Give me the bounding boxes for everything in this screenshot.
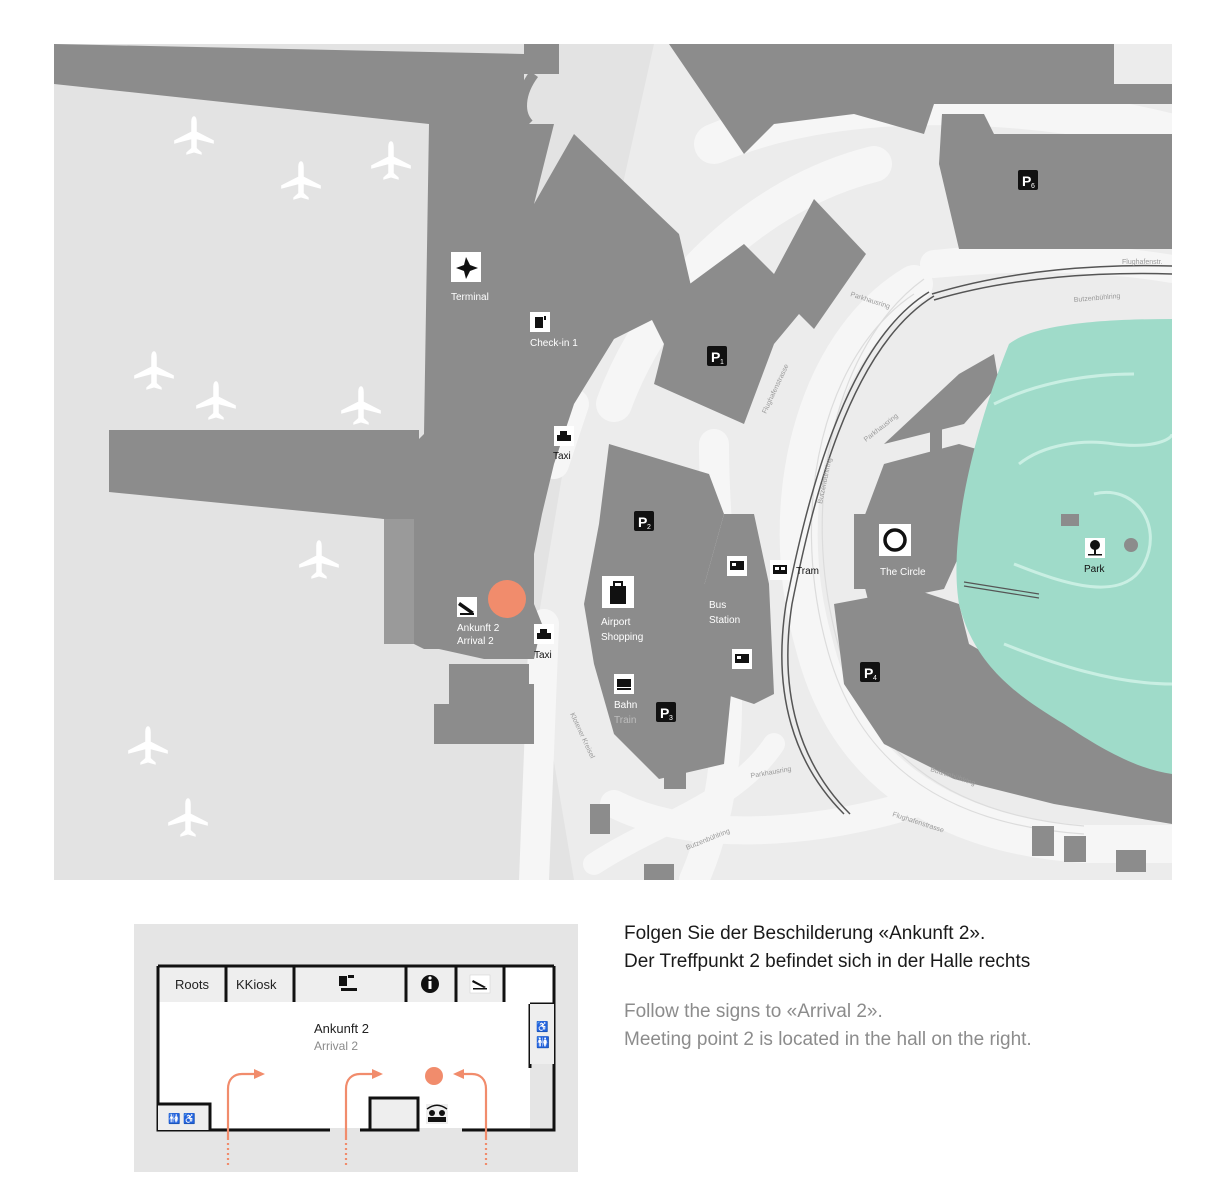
train-label-de: Bahn	[614, 700, 637, 711]
terminal-building	[54, 44, 694, 659]
svg-text:2: 2	[647, 524, 651, 531]
arrival-hall-floorplan: Roots KKiosk ♿ 🚻 🚻 ♿ Ankunft 2 Arrival 2	[134, 924, 578, 1172]
checkin-icon	[530, 312, 550, 332]
tram-icon	[770, 560, 790, 580]
circle-icon	[879, 524, 911, 556]
taxi-icon-upper	[554, 426, 574, 446]
svg-text:P: P	[1022, 173, 1031, 189]
instruction-de-line1: Folgen Sie der Beschilderung «Ankunft 2»…	[624, 923, 986, 944]
tram-track	[781, 264, 1172, 815]
svg-text:🚻: 🚻	[536, 1036, 550, 1049]
checkin-icon	[339, 975, 357, 991]
taxi-label-lower: Taxi	[534, 650, 552, 661]
svg-text:P: P	[638, 514, 647, 530]
svg-text:1: 1	[720, 359, 724, 366]
svg-text:♿: ♿	[536, 1020, 548, 1033]
svg-text:P: P	[864, 665, 873, 681]
parking-p1-icon: P 1	[707, 346, 727, 366]
circle-label: The Circle	[880, 567, 926, 578]
instructions: Folgen Sie der Beschilderung «Ankunft 2»…	[624, 920, 1184, 1076]
arrival-icon	[457, 597, 477, 617]
parking-p4-icon: P 4	[860, 662, 880, 682]
meeting-icon	[426, 1104, 448, 1124]
parking-p6-icon: P 6	[1018, 170, 1038, 190]
terminal-label: Terminal	[451, 292, 489, 303]
meeting-point-marker	[488, 580, 526, 618]
info-icon	[421, 975, 439, 993]
taxi-label-upper: Taxi	[553, 451, 571, 462]
svg-text:🚻 ♿: 🚻 ♿	[168, 1112, 196, 1125]
the-circle-building	[854, 444, 994, 604]
svg-text:6: 6	[1031, 183, 1035, 190]
hall-label-de: Ankunft 2	[314, 1021, 369, 1036]
bus-icon-lower	[732, 649, 752, 669]
tram-label: Tram	[796, 566, 819, 577]
bus-label-2: Station	[709, 615, 740, 626]
wc-icon-left: 🚻 ♿	[168, 1112, 196, 1125]
instructions-de: Folgen Sie der Beschilderung «Ankunft 2»…	[624, 920, 1184, 976]
hall-label-en: Arrival 2	[314, 1039, 358, 1053]
park-label: Park	[1084, 564, 1106, 575]
shopping-label-1: Airport	[601, 617, 631, 628]
parking-p2-icon: P 2	[634, 511, 654, 531]
train-label-en: Train	[614, 715, 636, 726]
taxi-icon-lower	[534, 624, 554, 644]
instruction-en-line2: Meeting point 2 is located in the hall o…	[624, 1029, 1032, 1050]
parking-p3-icon: P 3	[656, 702, 676, 722]
parking-p1-building	[649, 199, 866, 424]
svg-text:P: P	[711, 349, 720, 365]
shopping-label-2: Shopping	[601, 632, 643, 643]
road-label: Flughafenstr.	[1122, 259, 1163, 266]
instruction-en-line1: Follow the signs to «Arrival 2».	[624, 1001, 883, 1022]
parking-p2-p3-building	[584, 444, 734, 779]
arrival-icon	[469, 974, 491, 994]
park-icon	[1085, 538, 1105, 558]
terminal-icon	[451, 252, 481, 282]
meeting-point-marker	[425, 1067, 443, 1085]
road-label: Butzenbühlring	[1074, 293, 1121, 304]
shopping-icon	[602, 576, 634, 608]
wc-icon: ♿ 🚻	[536, 1020, 550, 1049]
parking-p4-building	[834, 589, 1172, 824]
instruction-de-line2: Der Treffpunkt 2 befindet sich in der Ha…	[624, 951, 1031, 972]
instructions-en: Follow the signs to «Arrival 2». Meeting…	[624, 998, 1184, 1054]
shop-kkiosk: KKiosk	[236, 977, 277, 992]
hall-area	[158, 966, 554, 1128]
parking-p6-building	[939, 114, 1172, 249]
arrival-label-en: Arrival 2	[457, 636, 494, 647]
svg-text:P: P	[660, 705, 669, 721]
train-icon	[614, 674, 634, 694]
bus-label-1: Bus	[709, 600, 726, 611]
park-area	[956, 319, 1172, 774]
svg-text:3: 3	[669, 715, 673, 722]
svg-text:4: 4	[873, 675, 877, 682]
airport-map: Terminal Check-in 1 Taxi Ankunft 2 Arriv…	[54, 44, 1172, 880]
bus-station-building	[699, 514, 774, 704]
checkin-label: Check-in 1	[530, 338, 578, 349]
bus-icon-upper	[727, 556, 747, 576]
route-arrows	[226, 1072, 488, 1168]
shop-roots: Roots	[175, 977, 209, 992]
arrival-label-de: Ankunft 2	[457, 623, 500, 634]
